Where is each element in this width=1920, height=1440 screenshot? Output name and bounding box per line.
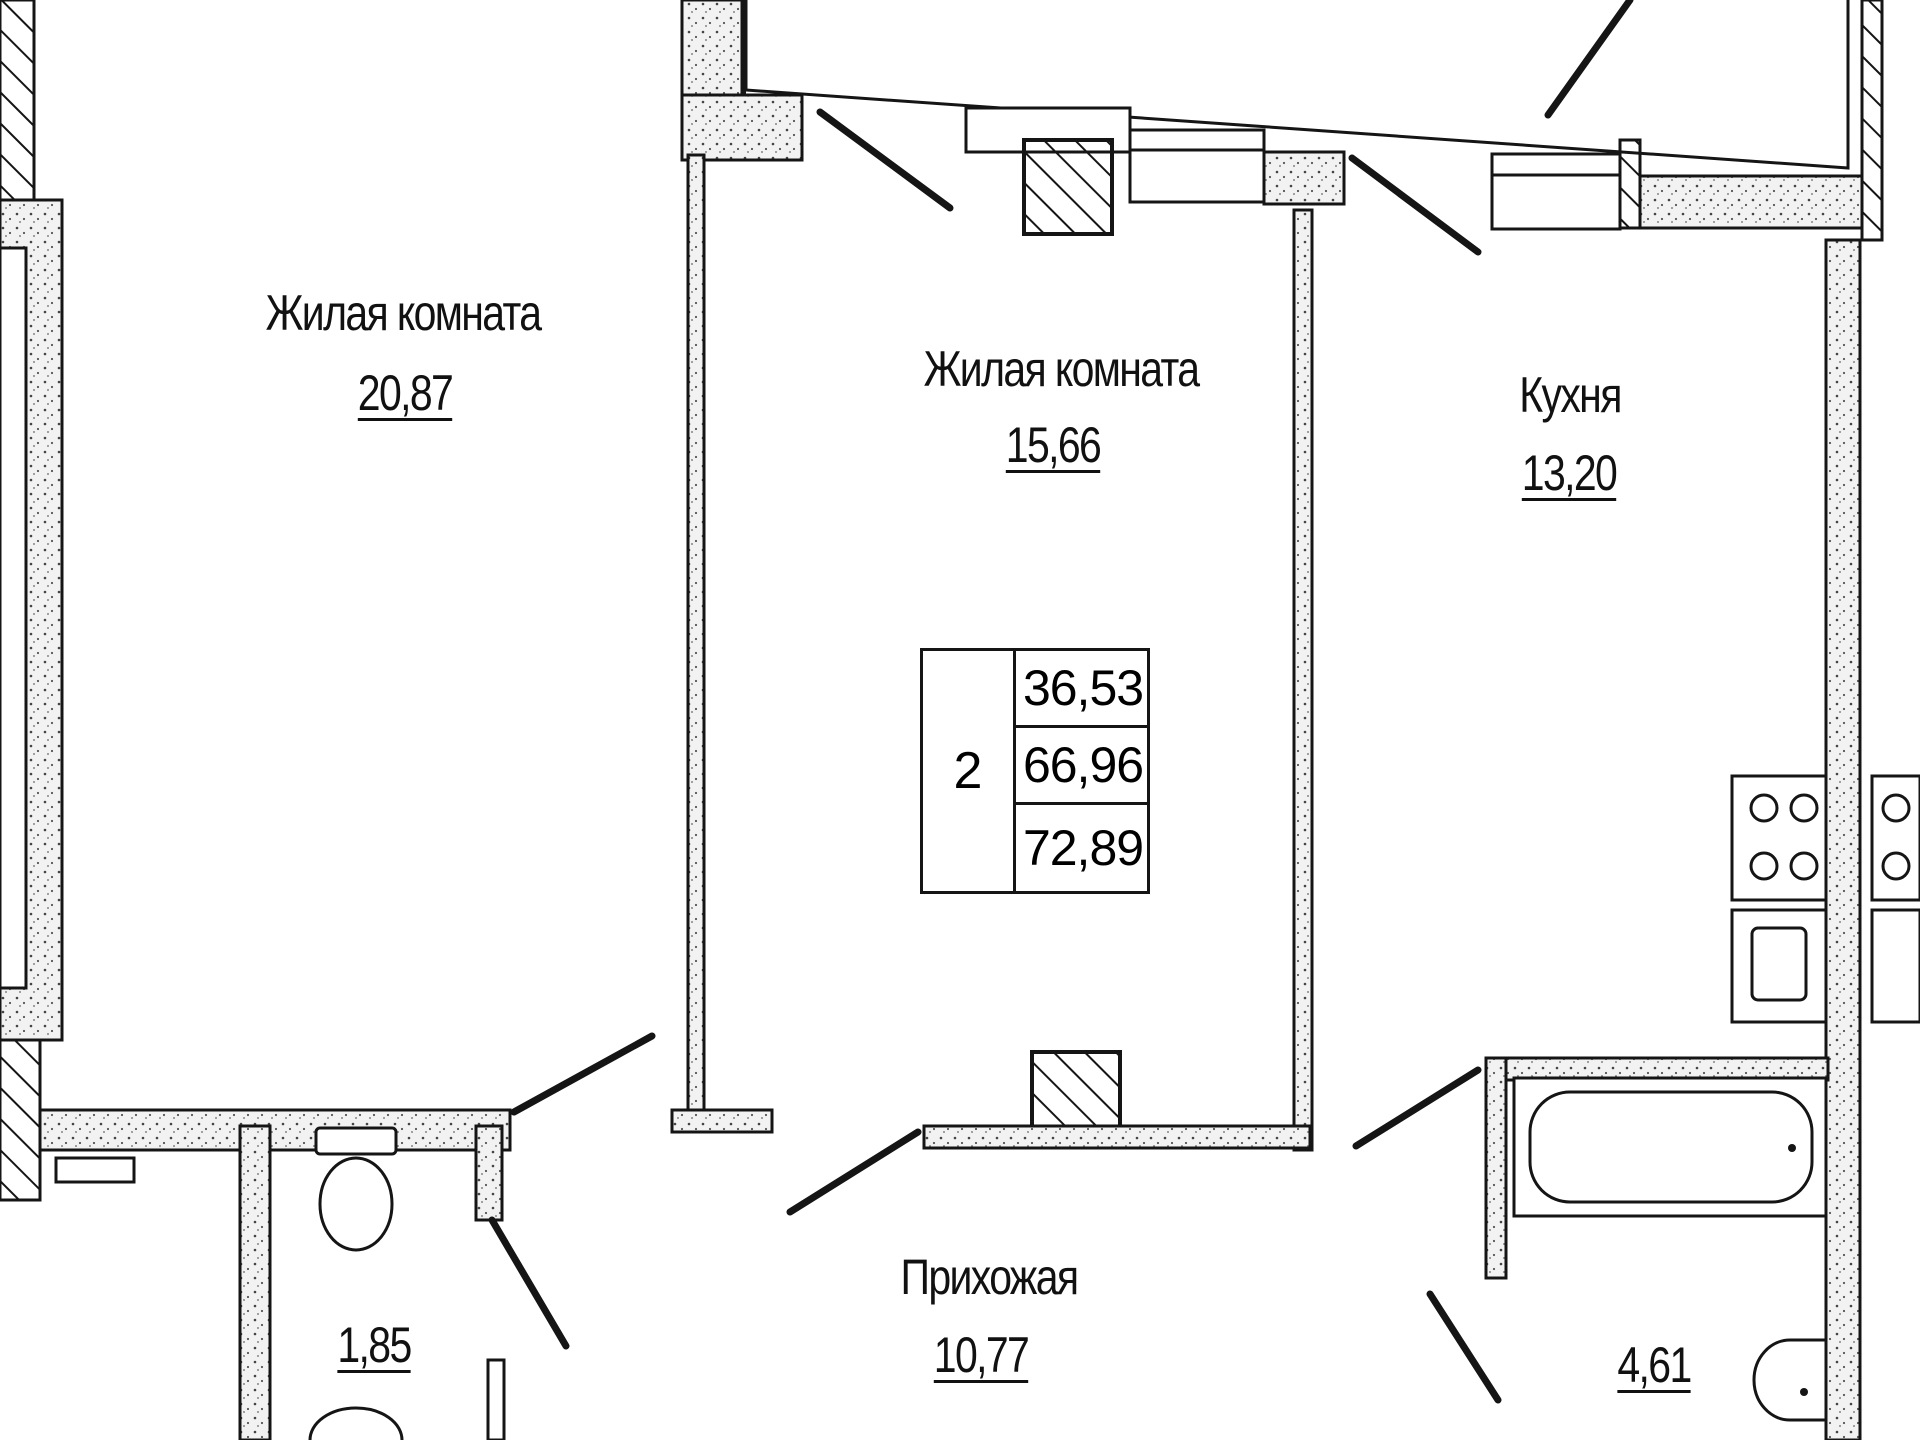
kitchen-stove [1730, 774, 1920, 902]
kitchen-sink [1730, 908, 1920, 1024]
living-area-value: 36,53 [1016, 651, 1150, 728]
left-exterior-wall [0, 0, 64, 1202]
washbasin [1752, 1338, 1828, 1422]
upper-wall-block [680, 0, 804, 162]
room-name-living-middle: Жилая комната [923, 341, 1200, 397]
bathtub [1512, 1076, 1828, 1218]
room-name-kitchen: Кухня [1519, 367, 1622, 423]
total-area-value: 66,96 [1016, 728, 1150, 805]
interior-walls [38, 153, 1862, 1440]
ventilation-shaft-top [1022, 138, 1114, 236]
room-name-living-large: Жилая комната [265, 285, 542, 341]
door-swings [488, 108, 1502, 1404]
room-area-hallway: 10,77 [933, 1327, 1030, 1383]
room-area-bathroom: 4,61 [1617, 1337, 1692, 1393]
room-area-kitchen: 13,20 [1521, 445, 1618, 501]
toilet-fixture [308, 1126, 404, 1440]
room-name-hallway: Прихожая [900, 1249, 1080, 1305]
room-area-living-middle: 15,66 [1005, 417, 1102, 473]
total-area-with-balcony-value: 72,89 [1022, 820, 1144, 876]
apartment-summary-table: 2 36,53 66,96 72,89 [920, 648, 1150, 894]
room-area-living-large: 20,87 [357, 365, 454, 421]
window-band [964, 106, 1864, 231]
room-area-toilet: 1,85 [337, 1317, 412, 1373]
balcony-outline [744, 0, 1884, 242]
room-count: 2 [953, 742, 983, 800]
